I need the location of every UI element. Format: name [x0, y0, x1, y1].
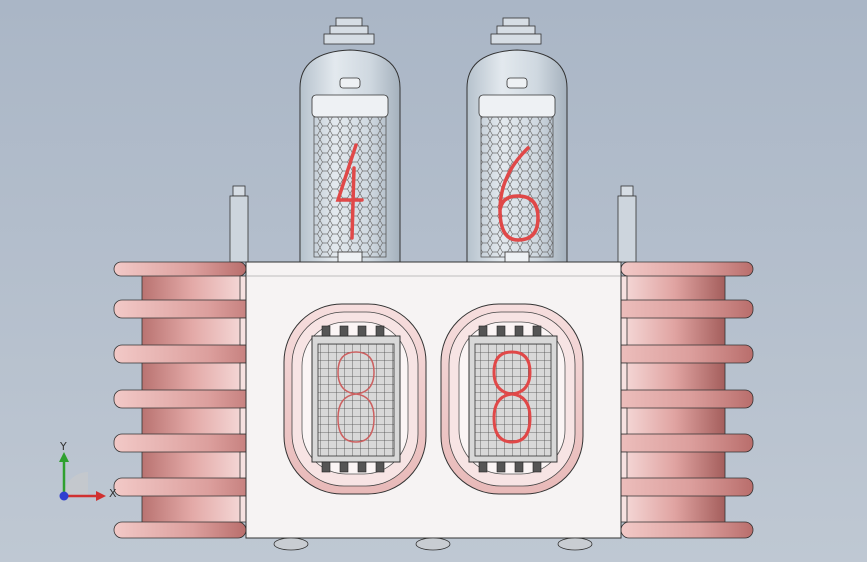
top-left-digit-glyph [335, 143, 364, 240]
top-right-digit-glyph [498, 146, 540, 242]
top-tube-right [466, 17, 568, 263]
coordinate-triad-icon: Y X [59, 440, 117, 501]
front-left-digit-glyph [337, 351, 375, 443]
x-axis-label: X [109, 487, 117, 500]
front-window-left [283, 303, 427, 495]
side-post-right [617, 185, 637, 263]
y-axis-label: Y [59, 440, 67, 453]
side-post-left [229, 185, 249, 263]
front-window-right [440, 303, 584, 495]
top-tube-left [299, 17, 401, 263]
feet [273, 537, 593, 551]
front-right-digit-glyph [492, 350, 532, 444]
